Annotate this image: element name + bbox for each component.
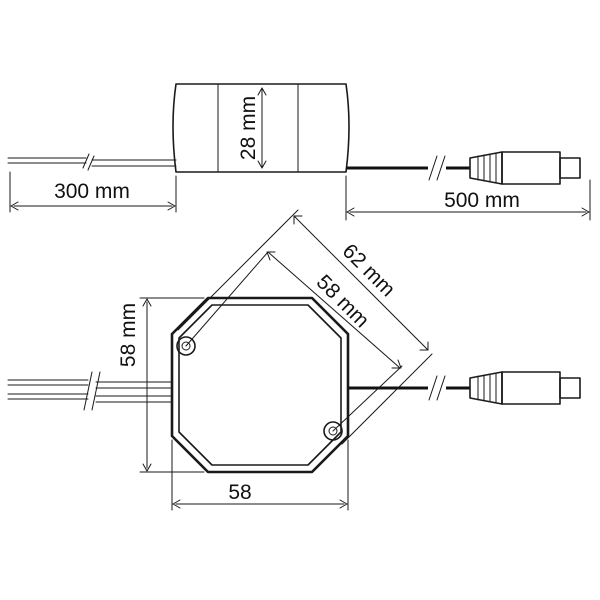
- input-wires-plan: [7, 371, 173, 411]
- depth-dimension: 58 mm: [117, 297, 205, 473]
- width-dimension: 58: [171, 439, 349, 511]
- dc-plug-plan: [469, 371, 581, 405]
- width-label: 58: [228, 481, 251, 504]
- side-view: 28 mm: [7, 83, 591, 221]
- plan-view: 58 mm 58 62 mm 58 mm: [7, 209, 581, 511]
- mounting-hole-top-left: [176, 336, 196, 356]
- input-wires-side: [7, 153, 177, 171]
- housing-outer-outline: [170, 296, 350, 474]
- height-label: 28 mm: [237, 96, 260, 160]
- height-dimension: 28 mm: [237, 87, 267, 169]
- output-cable-plan: [348, 375, 470, 401]
- mounting-hole-bottom-right: [323, 421, 343, 441]
- output-length-dimension: 500 mm: [345, 175, 591, 221]
- output-cable-side: [346, 155, 470, 181]
- housing-inner-outline: [178, 304, 342, 466]
- input-length-dimension: 300 mm: [9, 171, 177, 213]
- output-length-label: 500 mm: [444, 189, 520, 212]
- dc-plug-side: [469, 151, 581, 185]
- depth-label: 58 mm: [117, 303, 140, 367]
- diagonal-dimension: 62 mm: [177, 209, 433, 445]
- housing-side-outline: [172, 83, 350, 173]
- input-length-label: 300 mm: [54, 180, 130, 203]
